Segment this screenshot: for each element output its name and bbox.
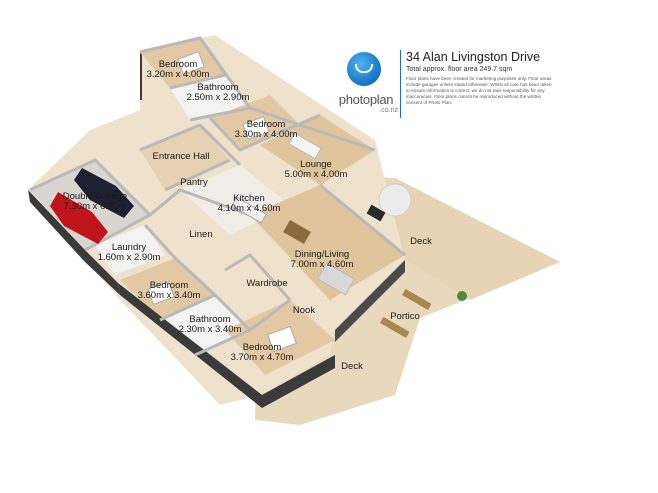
plant-icon [457,291,467,301]
bed-icon [147,281,175,305]
wall-bottom-left [118,283,262,408]
label-deck-top: Deck [410,236,432,247]
floor-area: Total approx. floor area 249.7 sqm [406,66,513,73]
room-name-nook: Nook [293,305,315,316]
room-labels: Bedroom 3.20m x 4.00m Bathroom 2.50m x 2… [63,59,354,363]
furniture [147,51,467,353]
room-dims-bedroom-mid: 3.30m x 4.00m [235,129,298,140]
room-name-bathroom-bottom: Bathroom [189,314,230,325]
floor-laundry [95,225,165,275]
red-car-icon [50,192,108,244]
room-dims-dining-living: 7.00m x 4.60m [291,259,354,270]
label-deck-bottom: Deck [341,361,363,372]
room-dims-bedroom-left: 3.60m x 3.40m [138,290,201,301]
room-name-wardrobe: Wardrobe [246,278,287,289]
room-dims-bedroom-bottom: 3.70m x 4.70m [231,352,294,363]
room-name-bedroom-left: Bedroom [150,280,189,291]
room-dims-kitchen: 4.10m x 4.60m [218,203,281,214]
brand-suffix: .co.nz [379,107,398,114]
room-name-bedroom-mid: Bedroom [247,119,286,130]
brand-logo: photoplan .co.nz [334,48,398,128]
wall-left-garage [28,190,85,262]
room-name-bathroom-top: Bathroom [197,82,238,93]
room-name-bedroom-top: Bedroom [159,59,198,70]
room-name-entrance-hall: Entrance Hall [152,151,209,162]
room-name-double-garage: Double Garage [63,191,127,202]
room-dims-lounge: 5.00m x 4.00m [285,169,348,180]
property-info: 34 Alan Livingston Drive Total approx. f… [406,50,556,106]
header-divider [400,50,401,118]
dark-car-icon [74,168,134,218]
room-name-linen: Linen [189,229,212,240]
room-name-pantry: Pantry [180,177,208,188]
wall-garage-side [85,250,120,295]
outdoor-labels: Deck Portico Deck [341,236,432,372]
room-dims-double-garage: 7.30m x 6.20m [64,201,127,212]
brand-name: photoplan [338,92,394,107]
deck-area-right [375,178,560,300]
dining-table-icon [283,219,311,245]
bed-icon [267,325,297,353]
kitchen-island-icon [231,196,267,224]
wall-bottom-right [262,355,335,408]
bed-icon [177,51,205,75]
garage-cars [50,168,134,244]
wall-top-wing-left [140,52,142,100]
interior-walls [29,36,406,357]
room-name-laundry: Laundry [112,242,147,253]
floor-bathroom-top [170,75,250,120]
room-name-bedroom-bottom: Bedroom [243,342,282,353]
label-portico: Portico [390,311,420,322]
room-dims-laundry: 1.60m x 2.90m [98,252,161,263]
room-dims-bathroom-bottom: 2.30m x 3.40m [179,324,242,335]
property-address: 34 Alan Livingston Drive [406,50,541,64]
room-dims-bathroom-top: 2.50m x 2.90m [187,92,250,103]
bench-icon [380,316,410,338]
photoplan-logo-icon [347,52,381,86]
room-dims-bedroom-top: 3.20m x 4.00m [147,69,210,80]
outdoor-table-icon [366,204,386,222]
bed-icon [242,116,270,140]
floor-garage [30,160,150,250]
room-name-kitchen: Kitchen [233,193,265,204]
room-name-dining-living: Dining/Living [295,249,349,260]
wall-dining-front [335,260,405,342]
umbrella-icon [378,183,412,217]
floor-dining [250,185,405,300]
bench-icon [402,288,432,310]
disclaimer-text: Floor plans have been created for market… [406,76,552,105]
rug-icon [316,262,356,296]
room-name-lounge: Lounge [300,159,332,170]
sofa-icon [288,132,322,160]
